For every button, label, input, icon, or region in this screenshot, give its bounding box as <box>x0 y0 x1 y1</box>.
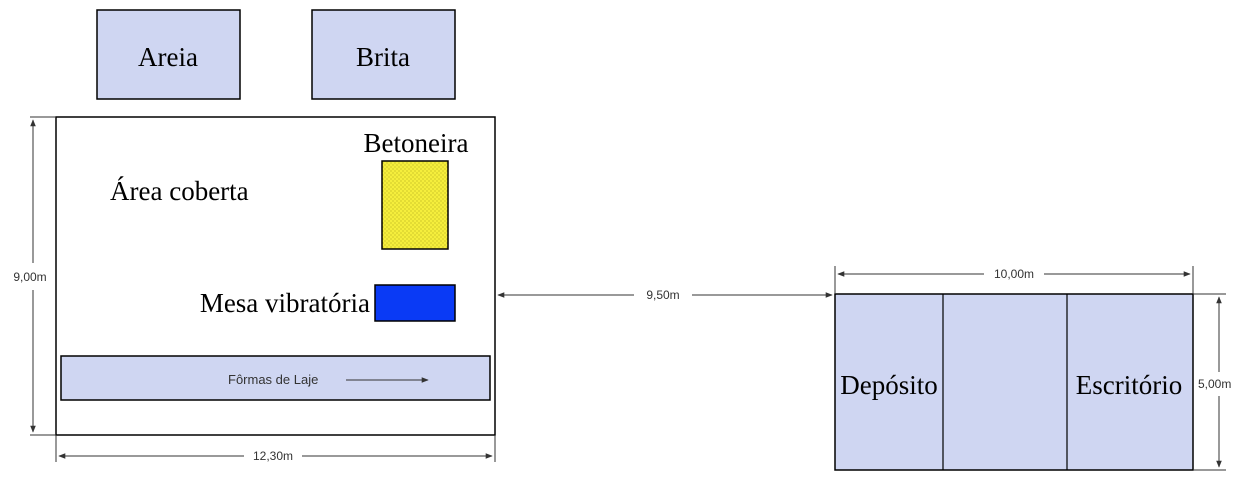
dimension-covered-height: 9,00m <box>13 116 56 436</box>
mesa-box <box>374 284 456 322</box>
dimension-label: 9,00m <box>13 270 46 284</box>
areia-box: Areia <box>96 9 241 100</box>
dimension-covered-width: 12,30m <box>55 435 496 463</box>
building: Depósito Escritório <box>834 293 1194 471</box>
formas-box <box>60 355 491 401</box>
dimension-distance: 9,50m <box>497 288 833 302</box>
deposito-label: Depósito <box>840 370 938 400</box>
dimension-building-height: 5,00m <box>1193 293 1231 471</box>
mesa-label: Mesa vibratória <box>200 288 370 318</box>
betoneira-box <box>381 160 449 250</box>
covered-area-label: Área coberta <box>110 176 249 206</box>
brita-label: Brita <box>356 42 410 72</box>
formas-label: Fôrmas de Laje <box>228 372 318 387</box>
dimension-label: 12,30m <box>253 449 293 463</box>
betoneira-label: Betoneira <box>364 128 469 158</box>
building-outline <box>834 293 1194 471</box>
dimension-building-width: 10,00m <box>834 266 1194 294</box>
dimension-label: 5,00m <box>1198 377 1231 391</box>
areia-label: Areia <box>138 42 198 72</box>
escritorio-label: Escritório <box>1076 370 1182 400</box>
dimension-label: 10,00m <box>994 267 1034 281</box>
dimension-label: 9,50m <box>646 288 679 302</box>
brita-box: Brita <box>311 9 456 100</box>
